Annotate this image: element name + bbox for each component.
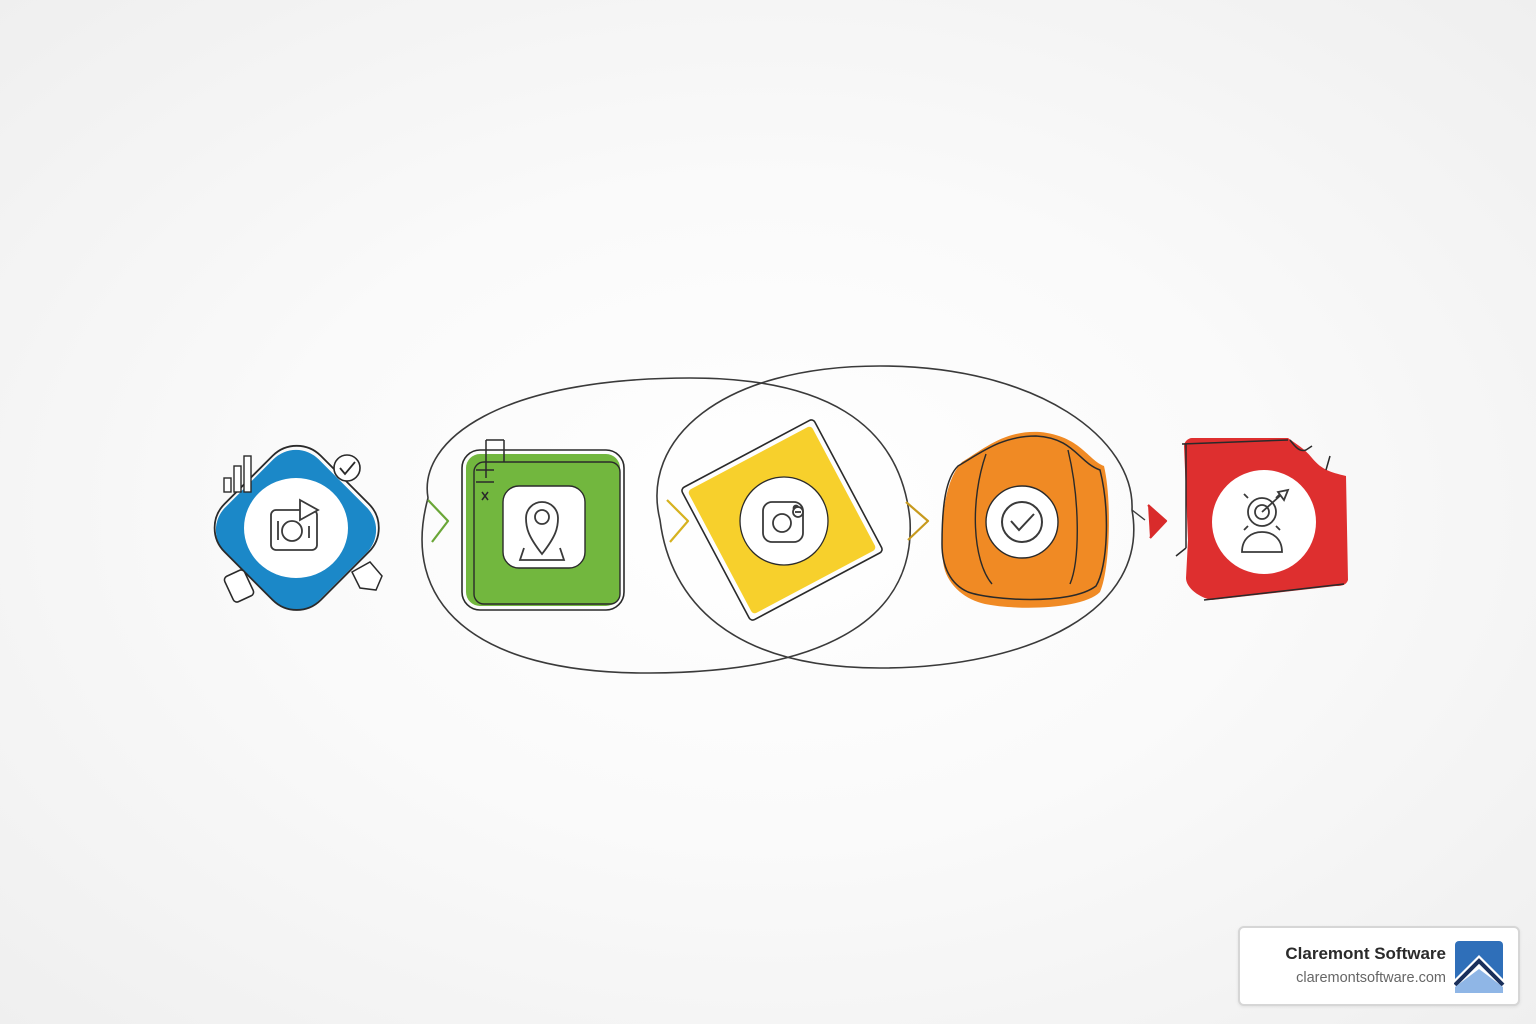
- step-4-tile: [941, 431, 1109, 608]
- brand-url: claremontsoftware.com: [1296, 970, 1446, 986]
- claremont-mountain-logo-icon: [1454, 941, 1505, 993]
- brand-badge: Claremont Software claremontsoftware.com: [1238, 926, 1520, 1006]
- location-pin-icon: [518, 501, 566, 561]
- checkmark-icon: [1001, 501, 1043, 543]
- camera-play-icon: [270, 498, 320, 551]
- step-5-tile: [1175, 438, 1348, 601]
- person-target-icon: [1241, 488, 1290, 553]
- brand-name: Claremont Software: [1285, 944, 1446, 963]
- bar-chart-icon: [223, 455, 252, 493]
- bookmark-icon: [476, 439, 505, 501]
- step-3-tile: [681, 419, 883, 621]
- camera-lock-icon: [762, 501, 804, 543]
- step-1-tile: [213, 444, 383, 611]
- loop-left: [421, 377, 911, 674]
- phone-icon: [223, 569, 255, 603]
- check-badge-icon: [333, 454, 361, 482]
- step-2-tile: [461, 439, 625, 611]
- connector-loops: [421, 365, 1146, 674]
- flow-arrows: [427, 499, 1168, 543]
- arrow-right-icon: [427, 499, 450, 543]
- hand-pointer-icon: [351, 561, 383, 591]
- arrow-right-icon: [905, 501, 930, 541]
- arrow-right-icon: [666, 499, 690, 543]
- arrow-right-icon: [1147, 504, 1168, 539]
